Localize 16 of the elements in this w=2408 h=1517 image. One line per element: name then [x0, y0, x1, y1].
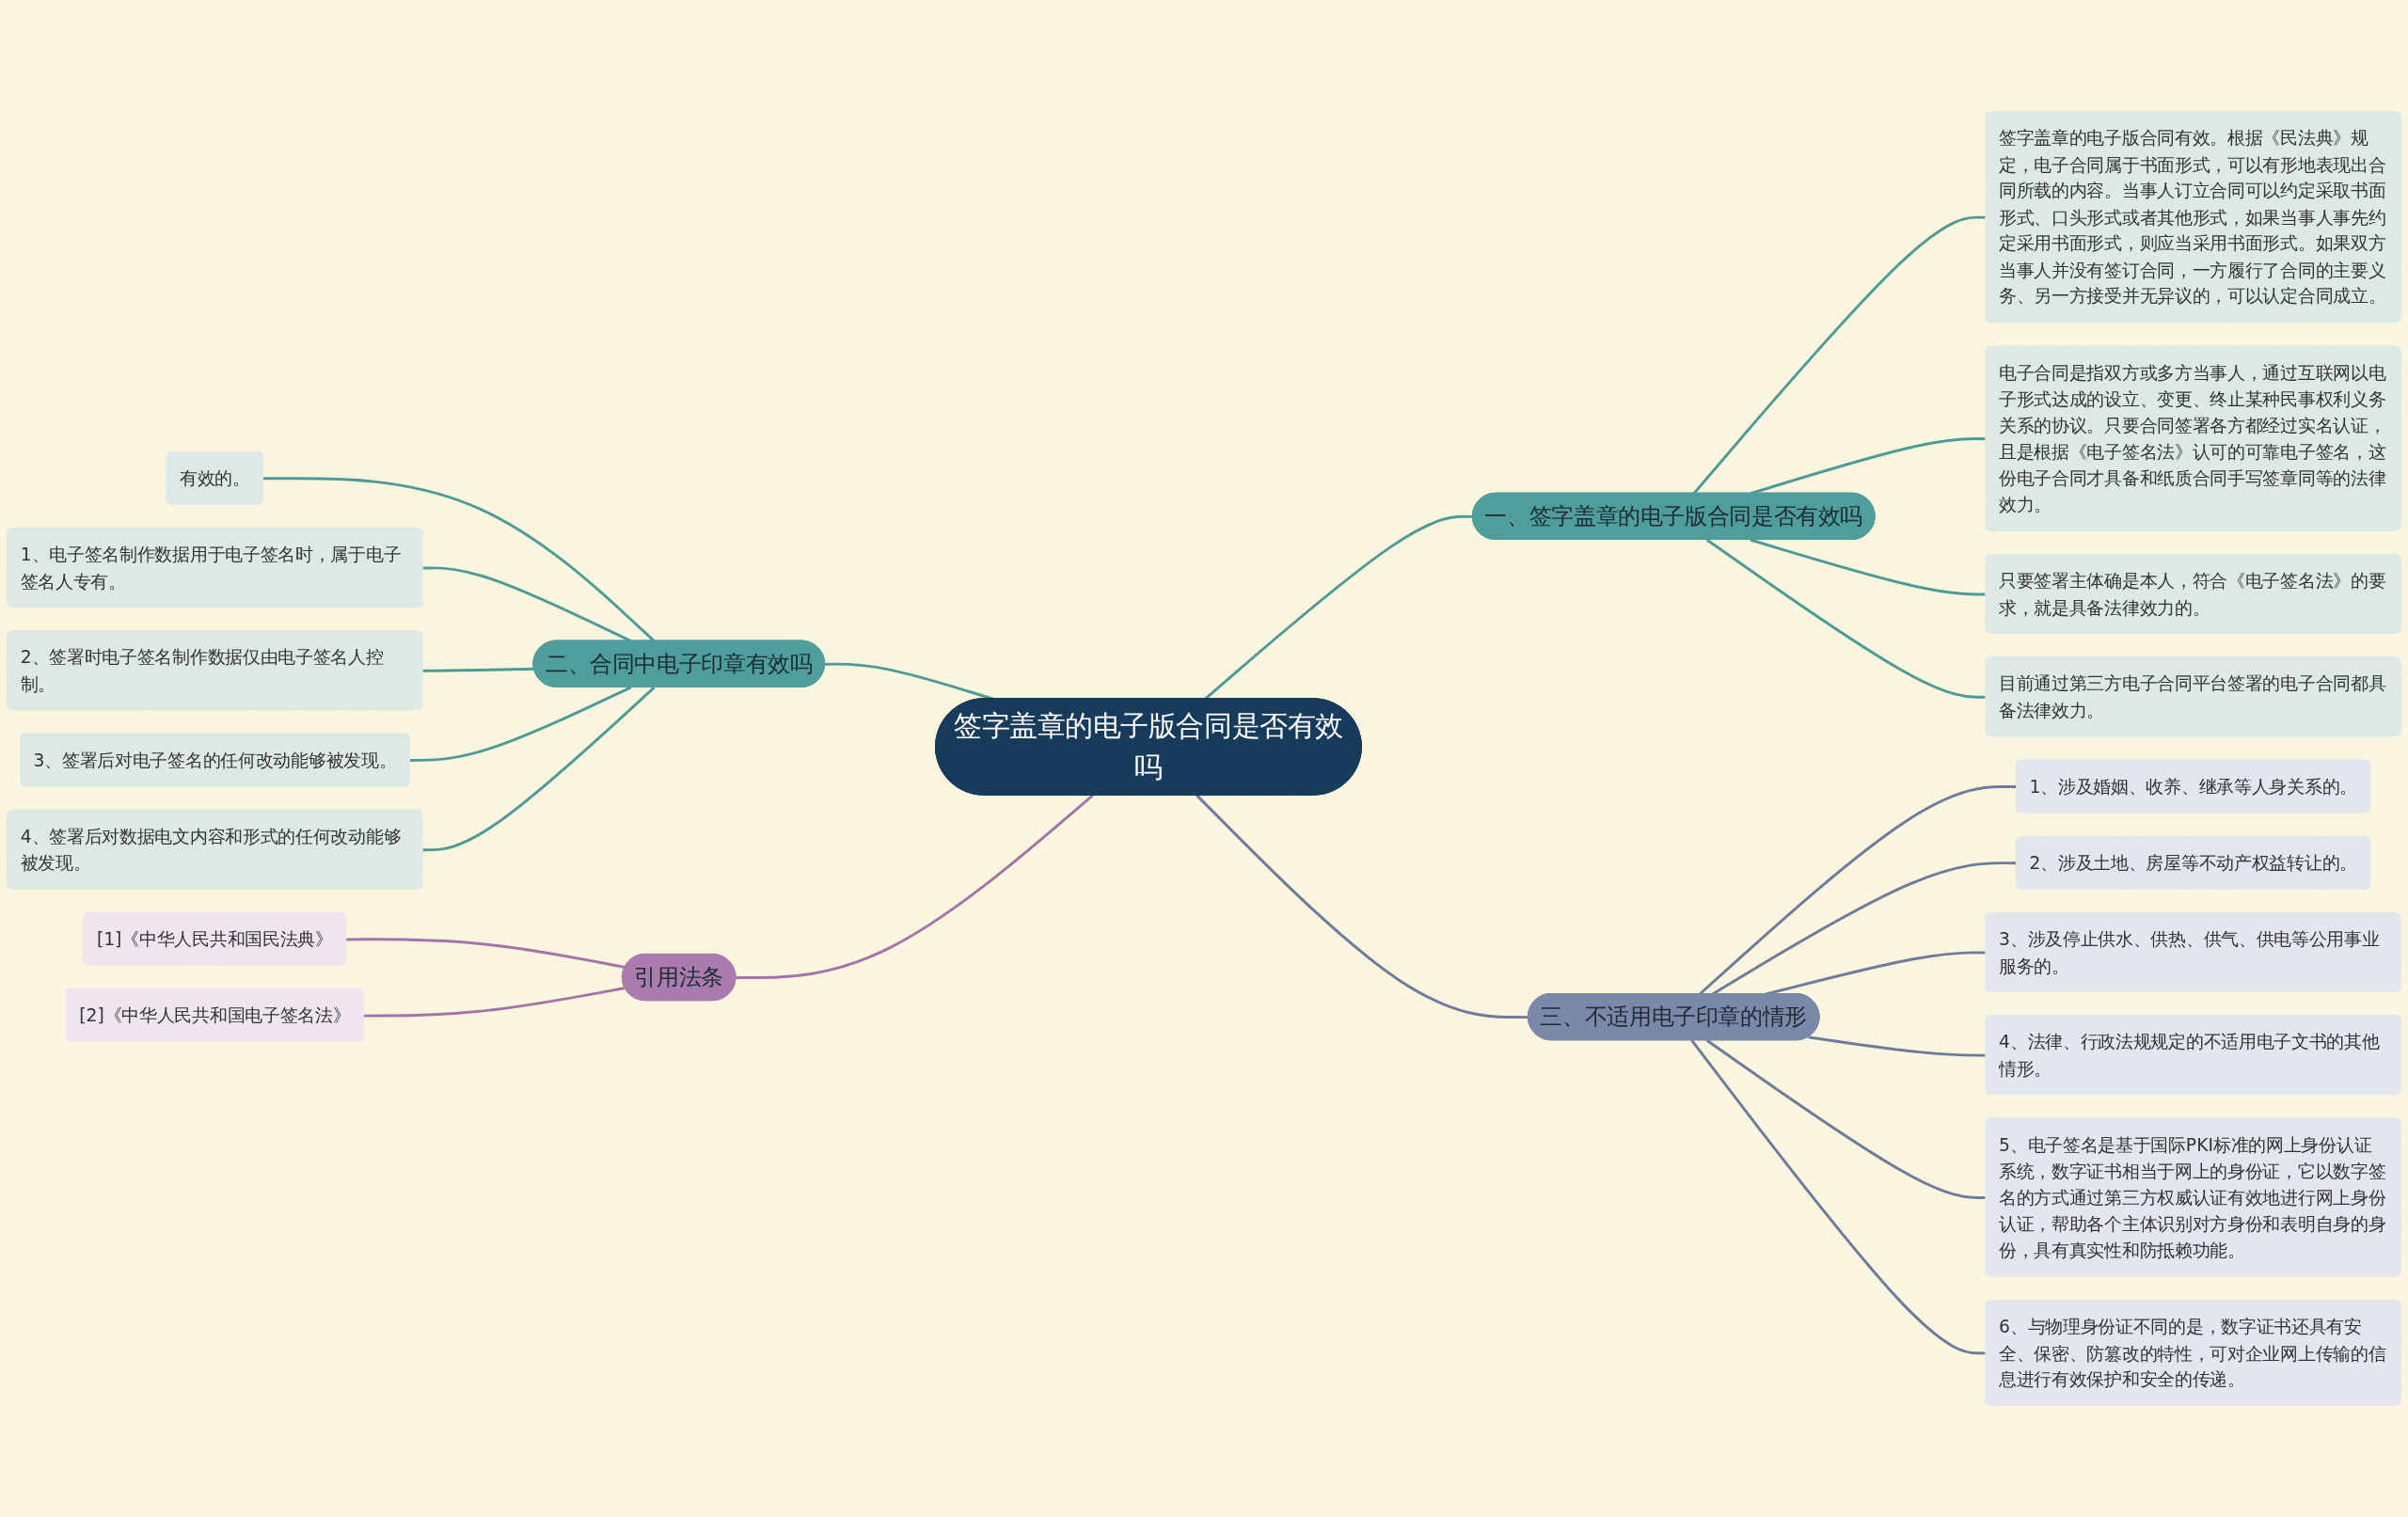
connector: [824, 662, 994, 701]
connector: [1705, 538, 1987, 699]
connector: [1690, 1039, 1987, 1355]
connector: [346, 938, 626, 969]
connector: [1196, 794, 1529, 1019]
connector: [1750, 538, 1987, 596]
connector: [1705, 1039, 1987, 1199]
connector: [1808, 1035, 1987, 1057]
connector: [363, 987, 626, 1018]
connector: [422, 667, 534, 672]
connector: [422, 566, 632, 642]
connector: [1692, 215, 1987, 495]
connector: [736, 794, 1094, 979]
connector: [263, 477, 656, 642]
connector: [409, 686, 632, 762]
connector: [422, 686, 656, 852]
